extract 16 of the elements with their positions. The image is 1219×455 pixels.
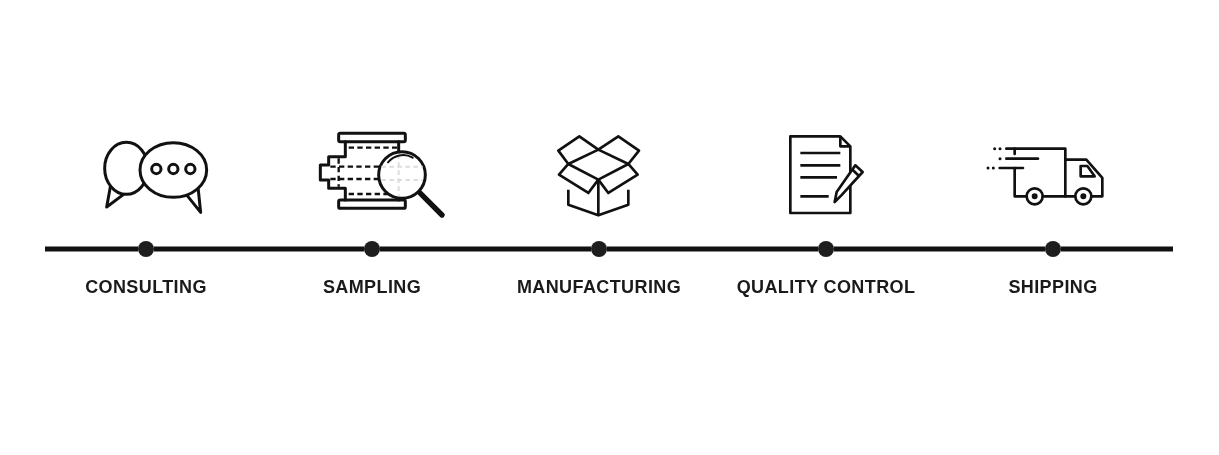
step-label: CONSULTING xyxy=(85,276,207,298)
step-label: MANUFACTURING xyxy=(516,276,682,298)
timeline-dot xyxy=(591,241,607,257)
step-label: SAMPLING xyxy=(322,276,422,298)
timeline-dot xyxy=(138,241,154,257)
timeline-dot xyxy=(818,241,834,257)
timeline-dot xyxy=(364,241,380,257)
timeline-line xyxy=(607,246,818,252)
timeline-line xyxy=(1061,246,1173,252)
timeline-line xyxy=(154,246,364,252)
step-label: SHIPPING xyxy=(1008,276,1098,298)
timeline-line xyxy=(834,246,1045,252)
timeline-dot xyxy=(1045,241,1061,257)
timeline-line xyxy=(380,246,591,252)
step-label: QUALITY CONTROL xyxy=(736,276,916,298)
timeline-line xyxy=(45,246,138,252)
